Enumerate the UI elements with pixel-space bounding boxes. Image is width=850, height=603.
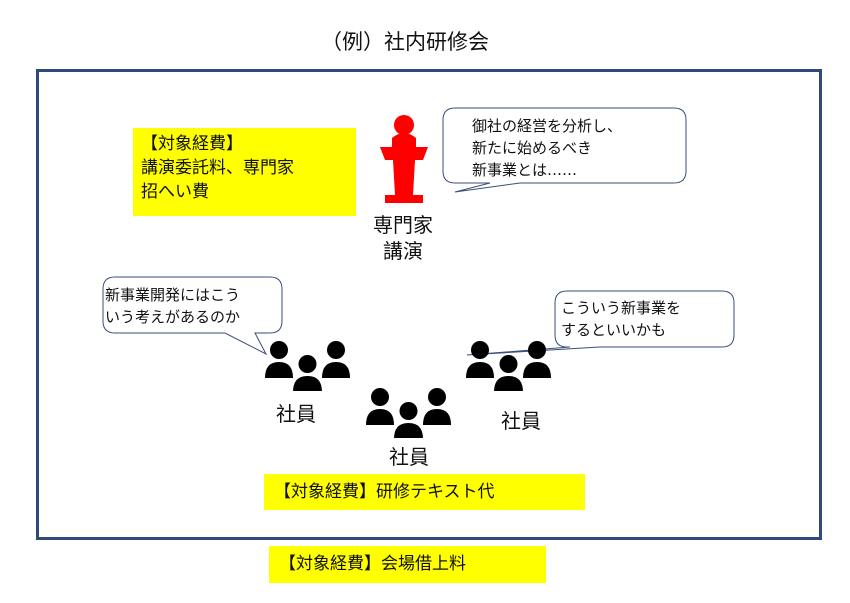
bubble-line: 新たに始めるべき <box>472 139 593 157</box>
expense-box-lecture: 【対象経費】 講演委託料、専門家 招へい費 <box>133 128 356 216</box>
bubble-line: いう考えがあるのか <box>105 308 241 326</box>
expense-box-textbook: 【対象経費】研修テキスト代 <box>264 474 585 510</box>
employees-group-icon <box>365 387 452 440</box>
employee-right-bubble-text: こういう新事業を するといいかも <box>561 297 681 341</box>
bubble-line: 新事業開発にはこう <box>105 286 241 304</box>
bubble-line: するといいかも <box>561 321 667 339</box>
speaker-speech-bubble <box>442 107 687 193</box>
speaker-label: 専門家 講演 <box>360 212 446 264</box>
seminar-frame <box>36 69 822 540</box>
employee-left-bubble-text: 新事業開発にはこう いう考えがあるのか <box>105 284 240 328</box>
employees-group-icon <box>465 340 552 393</box>
bubble-line: 新事業とは…… <box>472 161 578 179</box>
expense-line: 【対象経費】 <box>141 134 243 154</box>
expense-line: 招へい費 <box>141 182 209 202</box>
label-line: 講演 <box>383 239 423 263</box>
employee-label: 社員 <box>276 402 316 426</box>
label-line: 専門家 <box>373 213 433 237</box>
expense-box-venue: 【対象経費】会場借上料 <box>269 546 546 583</box>
bubble-line: こういう新事業を <box>561 299 682 317</box>
employees-group-icon <box>264 340 351 393</box>
employee-left-speech-bubble <box>102 276 283 356</box>
employee-label: 社員 <box>501 409 541 433</box>
employee-label: 社員 <box>389 445 429 469</box>
expense-line: 講演委託料、専門家 <box>141 158 294 178</box>
podium-icon <box>380 115 428 203</box>
diagram-title: （例）社内研修会 <box>321 30 489 54</box>
bubble-line: 御社の経営を分析し、 <box>472 117 623 135</box>
speaker-bubble-text: 御社の経営を分析し、 新たに始めるべき 新事業とは…… <box>472 115 622 181</box>
